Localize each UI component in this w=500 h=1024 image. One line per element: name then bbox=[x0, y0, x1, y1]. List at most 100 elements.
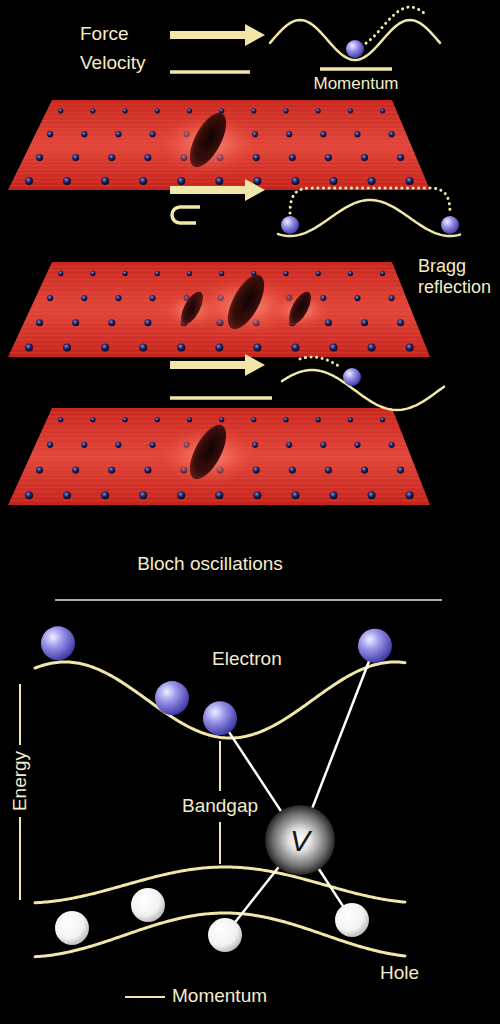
velocity-bar bbox=[170, 396, 272, 400]
trajectory-dots bbox=[366, 7, 426, 43]
lattice-atom bbox=[291, 177, 299, 185]
label-text: Momentum bbox=[172, 985, 267, 1006]
lattice-surface bbox=[8, 100, 430, 190]
electron-ball bbox=[441, 216, 459, 234]
lattice-atom bbox=[361, 319, 368, 326]
node-label: V bbox=[290, 824, 310, 857]
surface-stripe bbox=[10, 352, 428, 353]
hole-ball bbox=[335, 903, 369, 937]
lattice-atom bbox=[289, 467, 296, 474]
momentum-bar bbox=[320, 67, 392, 71]
lattice-atom bbox=[144, 154, 151, 161]
trajectory-dots bbox=[290, 188, 450, 213]
valence-band bbox=[35, 867, 405, 903]
energy-band-curve bbox=[270, 20, 440, 60]
hole-ball bbox=[131, 888, 165, 922]
lattice-atom bbox=[47, 131, 53, 137]
electron-ball bbox=[343, 368, 361, 386]
lattice-atom bbox=[286, 442, 292, 448]
lattice-atom bbox=[348, 271, 353, 276]
lattice-atom bbox=[348, 417, 353, 422]
lattice-atom bbox=[320, 442, 326, 448]
lattice-atom bbox=[58, 417, 63, 422]
surface-stripe bbox=[50, 412, 394, 413]
lattice-atom bbox=[389, 442, 395, 448]
lattice-atom bbox=[325, 467, 332, 474]
section-divider bbox=[55, 599, 442, 601]
hole-label: Hole bbox=[380, 962, 419, 984]
lattice-atom bbox=[289, 154, 296, 161]
lattice-atom bbox=[177, 343, 185, 351]
lattice-atom bbox=[325, 154, 332, 161]
surface-stripe bbox=[50, 104, 394, 105]
label-text: Velocity bbox=[80, 52, 145, 73]
lattice-atom bbox=[316, 108, 321, 113]
energy-axis bbox=[19, 817, 21, 900]
lattice-atom bbox=[72, 467, 79, 474]
lattice-atom bbox=[122, 108, 127, 113]
lattice-atom bbox=[58, 271, 63, 276]
lattice-atom bbox=[251, 417, 256, 422]
surface-stripe bbox=[18, 335, 421, 336]
lattice-atom bbox=[139, 343, 147, 351]
energy-axis bbox=[19, 684, 21, 745]
lattice-atom bbox=[122, 271, 127, 276]
energy-band-curve bbox=[282, 370, 444, 410]
electron-label: Electron bbox=[212, 648, 282, 670]
lattice-atom bbox=[215, 343, 223, 351]
lattice-atom bbox=[368, 343, 376, 351]
lattice-atom bbox=[253, 343, 261, 351]
coupling-line bbox=[234, 867, 279, 924]
lattice-panel bbox=[8, 262, 430, 357]
lattice-atom bbox=[187, 108, 192, 113]
lattice-atom bbox=[36, 154, 43, 161]
lattice-atom bbox=[177, 177, 185, 185]
lattice-atom bbox=[219, 108, 224, 113]
bragg-reflection-label: Bragg reflection bbox=[418, 256, 498, 297]
lattice-atom bbox=[253, 177, 261, 185]
lattice-atom bbox=[81, 131, 87, 137]
lattice-atom bbox=[81, 442, 87, 448]
lattice-atom bbox=[155, 417, 160, 422]
lattice-atom bbox=[108, 319, 115, 326]
bandgap-marker bbox=[219, 822, 221, 864]
lattice-atom bbox=[329, 343, 337, 351]
lattice-atom bbox=[144, 467, 151, 474]
surface-stripe bbox=[10, 500, 428, 501]
energy-axis-label: Energy bbox=[9, 751, 31, 811]
lattice-atom bbox=[291, 343, 299, 351]
electron-ball bbox=[155, 681, 189, 715]
lattice-atom bbox=[215, 491, 223, 499]
lattice-atom bbox=[380, 417, 385, 422]
lattice-atom bbox=[101, 343, 109, 351]
velocity-bar bbox=[170, 70, 250, 74]
lattice-atom bbox=[25, 177, 33, 185]
lattice-atom bbox=[406, 343, 414, 351]
coupling-line bbox=[312, 660, 369, 809]
lattice-surface bbox=[8, 408, 430, 505]
lattice-atom bbox=[101, 491, 109, 499]
lattice-atom bbox=[90, 108, 95, 113]
force-label: Force bbox=[80, 23, 129, 45]
lattice-atom bbox=[36, 467, 43, 474]
label-text: Electron bbox=[212, 648, 282, 669]
conduction-band bbox=[35, 662, 405, 738]
lattice-atom bbox=[122, 417, 127, 422]
lattice-atom bbox=[320, 131, 326, 137]
lattice-atom bbox=[36, 319, 43, 326]
wave-packet-peak bbox=[182, 419, 233, 484]
lattice-atom bbox=[177, 491, 185, 499]
lattice-atom bbox=[406, 491, 414, 499]
lattice-atom bbox=[58, 108, 63, 113]
lattice-atom bbox=[329, 491, 337, 499]
momentum-label: Momentum bbox=[313, 74, 398, 94]
electron-ball bbox=[41, 626, 75, 660]
lattice-panel bbox=[8, 408, 430, 505]
lattice-atom bbox=[291, 491, 299, 499]
lattice-atom bbox=[63, 343, 71, 351]
lattice-atom bbox=[115, 442, 121, 448]
coupling-line bbox=[319, 869, 344, 908]
lattice-atom bbox=[25, 491, 33, 499]
